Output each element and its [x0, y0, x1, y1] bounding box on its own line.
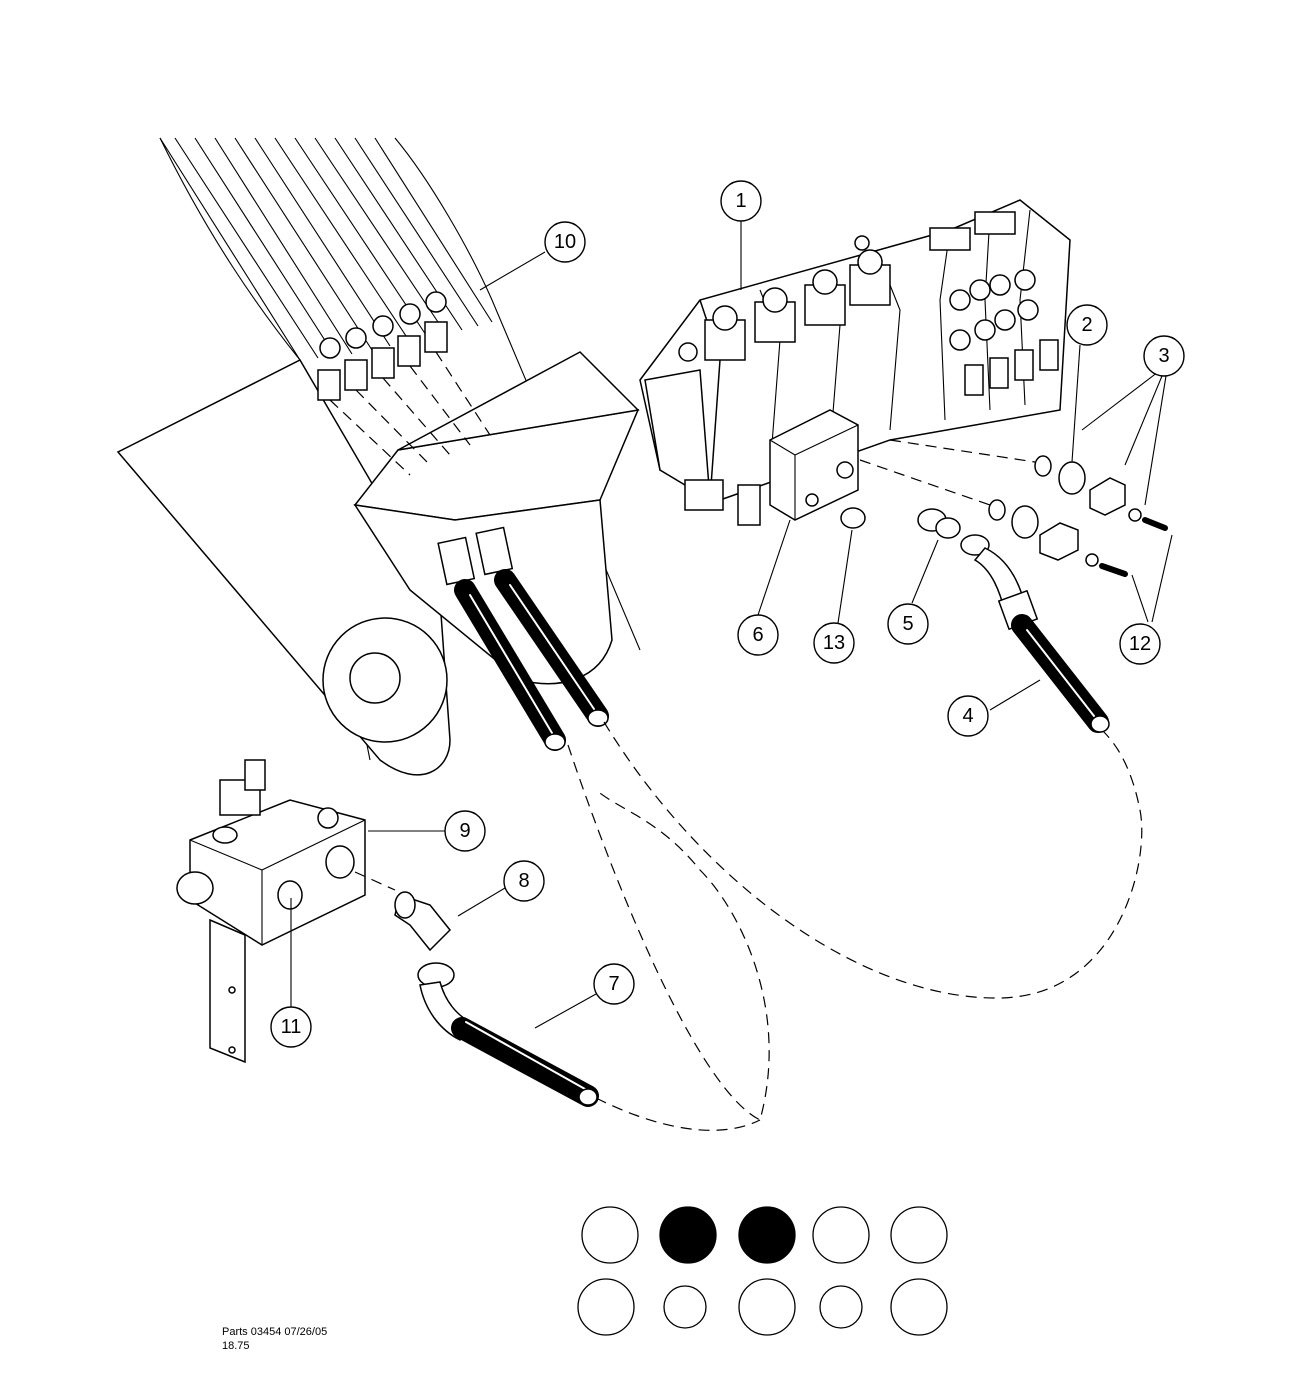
adapter-fitting — [917, 508, 961, 539]
callout-6: 6 — [737, 614, 779, 656]
flange-kit — [859, 439, 1168, 577]
plug — [840, 507, 866, 529]
svg-text:2: 2 — [1081, 314, 1092, 336]
footer-page-number: 18.75 — [222, 1340, 250, 1352]
dashed-route-1 — [567, 744, 770, 1121]
callout-12: 12 — [1119, 623, 1161, 665]
control-valve-bank — [639, 199, 1071, 526]
legend-circle-r2c1 — [577, 1278, 635, 1336]
legend-circle-r1c4 — [812, 1206, 870, 1264]
callout-5: 5 — [887, 603, 929, 645]
legend-circle-r1c2 — [659, 1206, 717, 1264]
svg-text:11: 11 — [281, 1016, 302, 1038]
callout-10: 10 — [544, 221, 586, 263]
dashed-route-3 — [595, 1097, 761, 1131]
legend-circle-r2c4 — [819, 1285, 863, 1329]
callout-13: 13 — [813, 622, 855, 664]
hose-4 — [960, 534, 1110, 733]
callout-7: 7 — [593, 963, 635, 1005]
dashed-route-2 — [603, 721, 1143, 999]
boom-hoses — [454, 569, 609, 751]
legend-circle-r1c3 — [738, 1206, 796, 1264]
svg-text:12: 12 — [1129, 633, 1151, 655]
svg-text:7: 7 — [608, 973, 619, 995]
callout-11: 11 — [270, 1006, 312, 1048]
svg-text:13: 13 — [823, 632, 845, 654]
callout-2: 2 — [1066, 304, 1108, 346]
manifold-block — [769, 409, 859, 521]
svg-text:6: 6 — [752, 624, 763, 646]
legend-circles — [577, 1206, 948, 1336]
callout-3: 3 — [1143, 335, 1185, 377]
callout-4: 4 — [947, 695, 989, 737]
elbow-and-hose-7 — [394, 891, 599, 1107]
footer-part-number: Parts 03454 07/26/05 — [222, 1326, 328, 1338]
svg-text:3: 3 — [1158, 345, 1169, 367]
legend-circle-r2c3 — [738, 1278, 796, 1336]
svg-text:4: 4 — [962, 705, 973, 727]
svg-text:5: 5 — [902, 613, 913, 635]
valve-block-9 — [176, 759, 396, 1064]
svg-text:9: 9 — [459, 820, 470, 842]
svg-text:8: 8 — [518, 870, 529, 892]
leader-lines — [290, 221, 1173, 1029]
callout-1: 1 — [720, 180, 762, 222]
legend-circle-r1c5 — [890, 1206, 948, 1264]
svg-text:10: 10 — [554, 231, 576, 253]
legend-circle-r1c1 — [581, 1206, 639, 1264]
legend-circle-r2c5 — [890, 1278, 948, 1336]
svg-text:1: 1 — [735, 190, 746, 212]
legend-circle-r2c2 — [663, 1285, 707, 1329]
callout-9: 9 — [444, 810, 486, 852]
callout-8: 8 — [503, 860, 545, 902]
